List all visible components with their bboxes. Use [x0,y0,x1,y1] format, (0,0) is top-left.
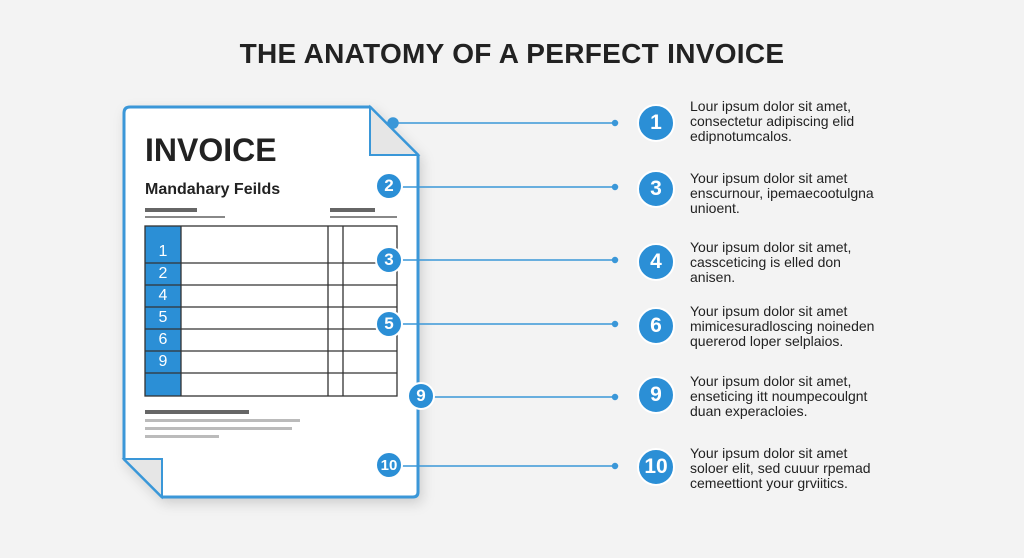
callout-text-1: Lour ipsum dolor sit amet,consectetur ad… [690,98,855,144]
doc-badge: 5 [375,310,403,338]
callout-badge: 9 [637,376,675,414]
doc-badge: 10 [375,451,403,479]
callout-text-9: Your ipsum dolor sit amet,enseticing itt… [690,373,868,419]
folded-corner-bottom [121,458,163,500]
doc-badge: 3 [375,246,403,274]
row-number: 9 [158,353,168,370]
callout-badge: 6 [637,307,675,345]
callout-badge: 1 [637,104,675,142]
row-number: 4 [158,287,168,304]
invoice-heading: INVOICE [145,132,277,168]
connector-lines [387,117,619,470]
page-title: THE ANATOMY OF A PERFECT INVOICE [239,38,785,69]
invoice-document [122,105,420,499]
footer-bars [145,410,300,438]
folded-corner-top [369,104,421,156]
callout-text-4: Your ipsum dolor sit amet,cassceticing i… [690,239,852,285]
doc-badge: 9 [407,382,435,410]
callout-badge: 4 [637,243,675,281]
callout-badge: 3 [637,170,675,208]
row-number: 1 [158,243,168,260]
row-number: 6 [158,331,168,348]
line-items-table [144,225,398,397]
row-number: 2 [158,265,168,282]
doc-badge: 2 [375,172,403,200]
invoice-subheading: Mandahary Feilds [145,181,281,198]
row-number: 5 [158,309,168,326]
callout-badge: 10 [637,448,675,486]
header-bars [145,208,397,218]
